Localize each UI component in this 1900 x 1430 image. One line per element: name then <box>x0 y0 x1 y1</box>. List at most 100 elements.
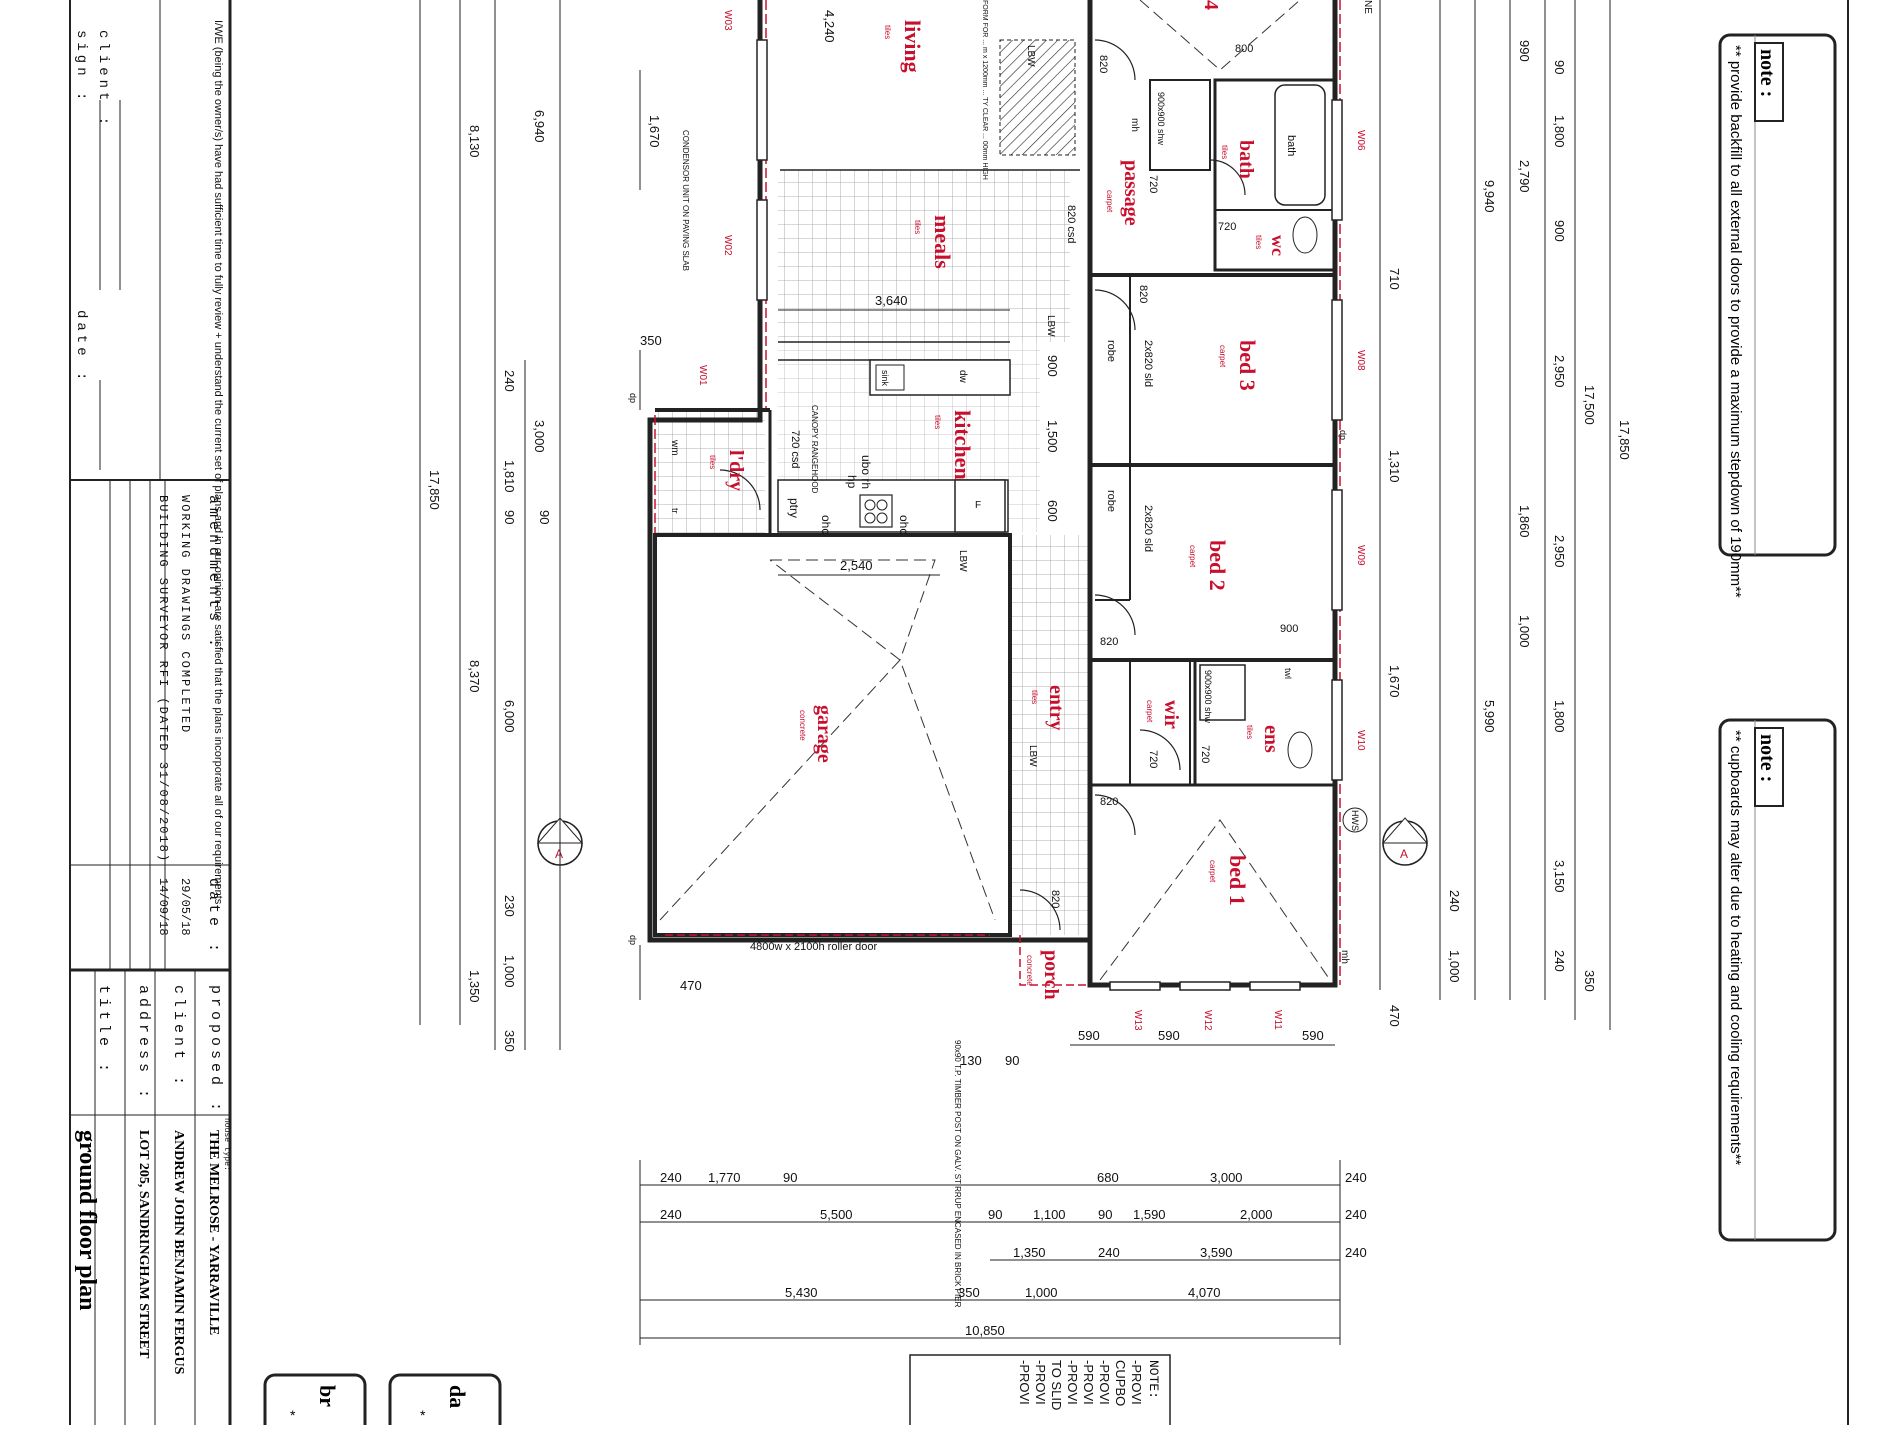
dim-590-c: 590 <box>1302 1028 1324 1043</box>
dim-right-9940: 9,940 <box>1482 180 1497 213</box>
dim-right-3150: 3,150 <box>1552 860 1567 893</box>
address-label: address : <box>135 985 152 1102</box>
dim-b5-10850: 10,850 <box>965 1323 1005 1338</box>
wm-label: wm <box>669 439 680 456</box>
title-block: sign : client : date : I/WE (being the o… <box>69 0 232 1425</box>
date-label: date : <box>73 310 89 384</box>
note-cupboards-text: ** cupboards may alter due to heating an… <box>1727 730 1744 1165</box>
door-720-d: 720 <box>1199 745 1211 763</box>
dp-label-2: dp <box>628 935 638 945</box>
note-box-cupboards: note : ** cupboards may alter due to hea… <box>1718 718 1837 1242</box>
dim-b2-1100: 1,100 <box>1033 1207 1066 1222</box>
dim-b2-5500: 5,500 <box>820 1207 853 1222</box>
finish-bed1: carpet <box>1208 860 1217 883</box>
section-marker-right: A <box>1381 817 1429 866</box>
room-kitchen: kitchen <box>950 410 975 480</box>
title-value: ground floor plan <box>74 1130 100 1311</box>
amendment-2-date: 14/09/18 <box>156 878 170 936</box>
dim-left-17850: 17,850 <box>427 470 442 510</box>
window-w06: W06 <box>1355 130 1366 151</box>
bottom-note-line-2: CUPBO <box>1113 1360 1128 1406</box>
finish-porch: concrete <box>1025 955 1034 986</box>
dim-right-900: 900 <box>1552 220 1567 242</box>
bottom-box-2-label: da <box>445 1385 470 1408</box>
sld-label-2: 2x820 sld <box>1142 505 1154 552</box>
dim-b1-1770: 1,770 <box>708 1170 741 1185</box>
finish-garage: concrete <box>798 710 807 741</box>
dim-b3-3590: 3,590 <box>1200 1245 1233 1260</box>
amendment-1-date: 29/05/18 <box>178 878 192 936</box>
finish-meals: tiles <box>913 220 922 234</box>
house-type-label: house type: <box>222 1118 231 1171</box>
room-passage: passage <box>1120 160 1142 226</box>
room-ens: ens <box>1260 725 1282 753</box>
dim-right-240: 240 <box>1447 890 1462 912</box>
bottom-note-box: NOTE: -PROVI CUPBO -PROVI -PROVI -PROVI … <box>909 1354 1171 1430</box>
ne-fragment: NE <box>1362 0 1373 14</box>
dim-left-3000: 3,000 <box>532 420 547 453</box>
dim-left-230: 230 <box>502 895 517 917</box>
dim-left-8130: 8,130 <box>467 125 482 158</box>
dim-right-240-b: 240 <box>1552 950 1567 972</box>
bottom-note-line-1: -PROVI <box>1129 1360 1144 1405</box>
door-800: 800 <box>1235 43 1253 55</box>
note-box-backfill: note : ** provide backfill to all extern… <box>1718 33 1837 598</box>
room-meals: meals <box>930 215 955 269</box>
lbw-1: LBW <box>1025 45 1036 67</box>
date-col-label: date : <box>205 878 222 956</box>
laundry-tiles <box>655 410 765 535</box>
window-w03: W03 <box>722 10 733 31</box>
dim-left-1670: 1,670 <box>647 115 662 148</box>
door-swings <box>719 39 1246 931</box>
dp-label-3: dp <box>1338 430 1348 440</box>
lbw-3: LBW <box>957 550 968 572</box>
towel-label: twl <box>1283 668 1293 679</box>
dim-b1-680: 680 <box>1097 1170 1119 1185</box>
ohc-label-1: ohc <box>819 515 833 534</box>
dim-left-1000: 1,000 <box>502 955 517 988</box>
finish-passage: carpet <box>1105 190 1114 213</box>
dim-right-17850: 17,850 <box>1617 420 1632 460</box>
trough-label: tr <box>670 508 680 514</box>
bottom-note-header: NOTE: <box>1146 1360 1161 1399</box>
title-label: title : <box>95 985 112 1076</box>
bottom-note-line-3: -PROVI <box>1097 1360 1112 1405</box>
door-720-a: 720 <box>1147 175 1159 193</box>
note-header-1: note : <box>1756 49 1778 97</box>
dim-b4-5430: 5,430 <box>785 1285 818 1300</box>
dim-b1-240b: 240 <box>1345 1170 1367 1185</box>
dim-130: 130 <box>960 1053 982 1068</box>
dim-right-1310: 1,310 <box>1387 450 1402 483</box>
door-720-b: 720 <box>1218 221 1236 233</box>
lbw-2: LBW <box>1045 315 1056 337</box>
proposed-label: proposed : <box>207 985 224 1115</box>
bottom-note-line-7: -PROVI <box>1033 1360 1048 1405</box>
dim-left-90-a: 90 <box>502 510 517 524</box>
amendment-2: BUILDING SURVEYOR RFI (DATED 31/08/2018) <box>156 495 170 863</box>
bottom-box-2-sub: * <box>420 1407 426 1423</box>
door-820-c: 820 <box>1100 636 1118 648</box>
dim-2540: 2,540 <box>840 558 873 573</box>
window-w11: W11 <box>1272 1010 1283 1030</box>
dim-b2-90: 90 <box>988 1207 1002 1222</box>
note-header-2: note : <box>1756 734 1778 782</box>
dim-590-a: 590 <box>1078 1028 1100 1043</box>
mh-label-2: mh <box>1339 950 1350 964</box>
csd-label: 720 csd <box>789 430 801 469</box>
dim-left-1350: 1,350 <box>467 970 482 1003</box>
amendments-label: amendments : <box>205 495 222 651</box>
partial-note: FORM FOR ... m x 1200mm ... TY CLEAR ...… <box>981 0 988 180</box>
canopy-note: CANOPY RANGEHOOD <box>810 405 819 494</box>
room-garage: garage <box>813 705 835 763</box>
ubo-note: ubo rh <box>859 455 873 489</box>
door-720-c: 720 <box>1147 750 1159 768</box>
robe-label-1: robe <box>1105 340 1117 362</box>
dim-right-5990: 5,990 <box>1482 700 1497 733</box>
finish-bath: tiles <box>1220 145 1229 159</box>
dw-label: dw <box>957 370 968 384</box>
owner-statement-line: I/WE (being the owner/s) have had suffic… <box>212 20 224 905</box>
window-w10: W10 <box>1355 730 1366 751</box>
client2-label: client : <box>170 985 187 1089</box>
